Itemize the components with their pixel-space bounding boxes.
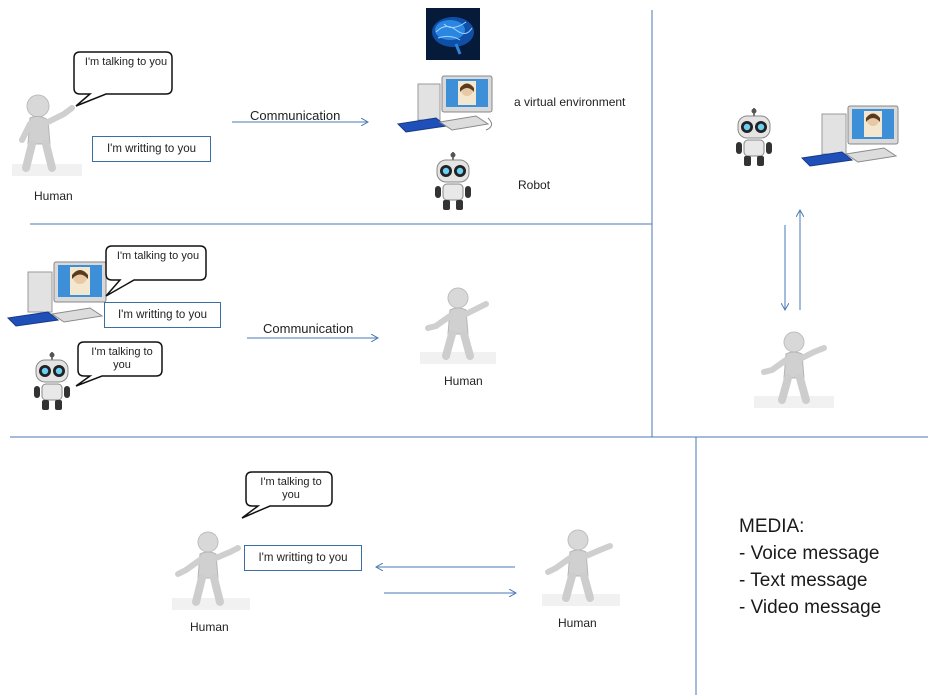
- human-figure-icon: [12, 94, 82, 176]
- computer-icon: [396, 75, 493, 133]
- media-list: MEDIA: - Voice message - Text message - …: [739, 513, 881, 621]
- bubble-text: I'm talking to you: [91, 346, 153, 371]
- human-figure-icon: [172, 531, 250, 610]
- human-label: Human: [444, 374, 483, 388]
- brain-icon: [426, 8, 480, 60]
- media-item-video: - Video message: [739, 597, 882, 618]
- speech-bubble-icon: [105, 245, 207, 297]
- communication-label: Communication: [263, 321, 354, 336]
- human-label: Human: [190, 620, 229, 634]
- bubble-text: I'm talking to you: [116, 250, 200, 262]
- human-label: Human: [34, 189, 73, 203]
- communication-label: Communication: [250, 108, 341, 123]
- human-figure-icon: [420, 287, 496, 364]
- robot-icon: [736, 108, 772, 166]
- human-figure-icon: [542, 529, 620, 606]
- virtual-environment-label: a virtual environment: [514, 95, 626, 109]
- computer-icon: [6, 261, 107, 327]
- writing-box: I'm writting to you: [92, 136, 211, 162]
- media-item-text: - Text message: [739, 570, 868, 591]
- writing-box: I'm writting to you: [244, 545, 362, 571]
- media-item-voice: - Voice message: [739, 543, 880, 564]
- media-title: MEDIA:: [739, 516, 805, 537]
- robot-label: Robot: [518, 178, 551, 192]
- speech-bubble-icon: [241, 471, 333, 519]
- speech-bubble-icon: [73, 51, 173, 107]
- speech-bubble-icon: [75, 341, 163, 387]
- writing-box: I'm writting to you: [104, 302, 221, 328]
- bubble-text: I'm talking to you: [260, 476, 322, 501]
- human-figure-icon: [754, 331, 834, 408]
- computer-icon: [800, 105, 899, 167]
- robot-icon: [435, 152, 471, 210]
- bubble-text: I'm talking to you: [84, 56, 168, 68]
- human-label: Human: [558, 616, 597, 630]
- robot-icon: [34, 352, 70, 410]
